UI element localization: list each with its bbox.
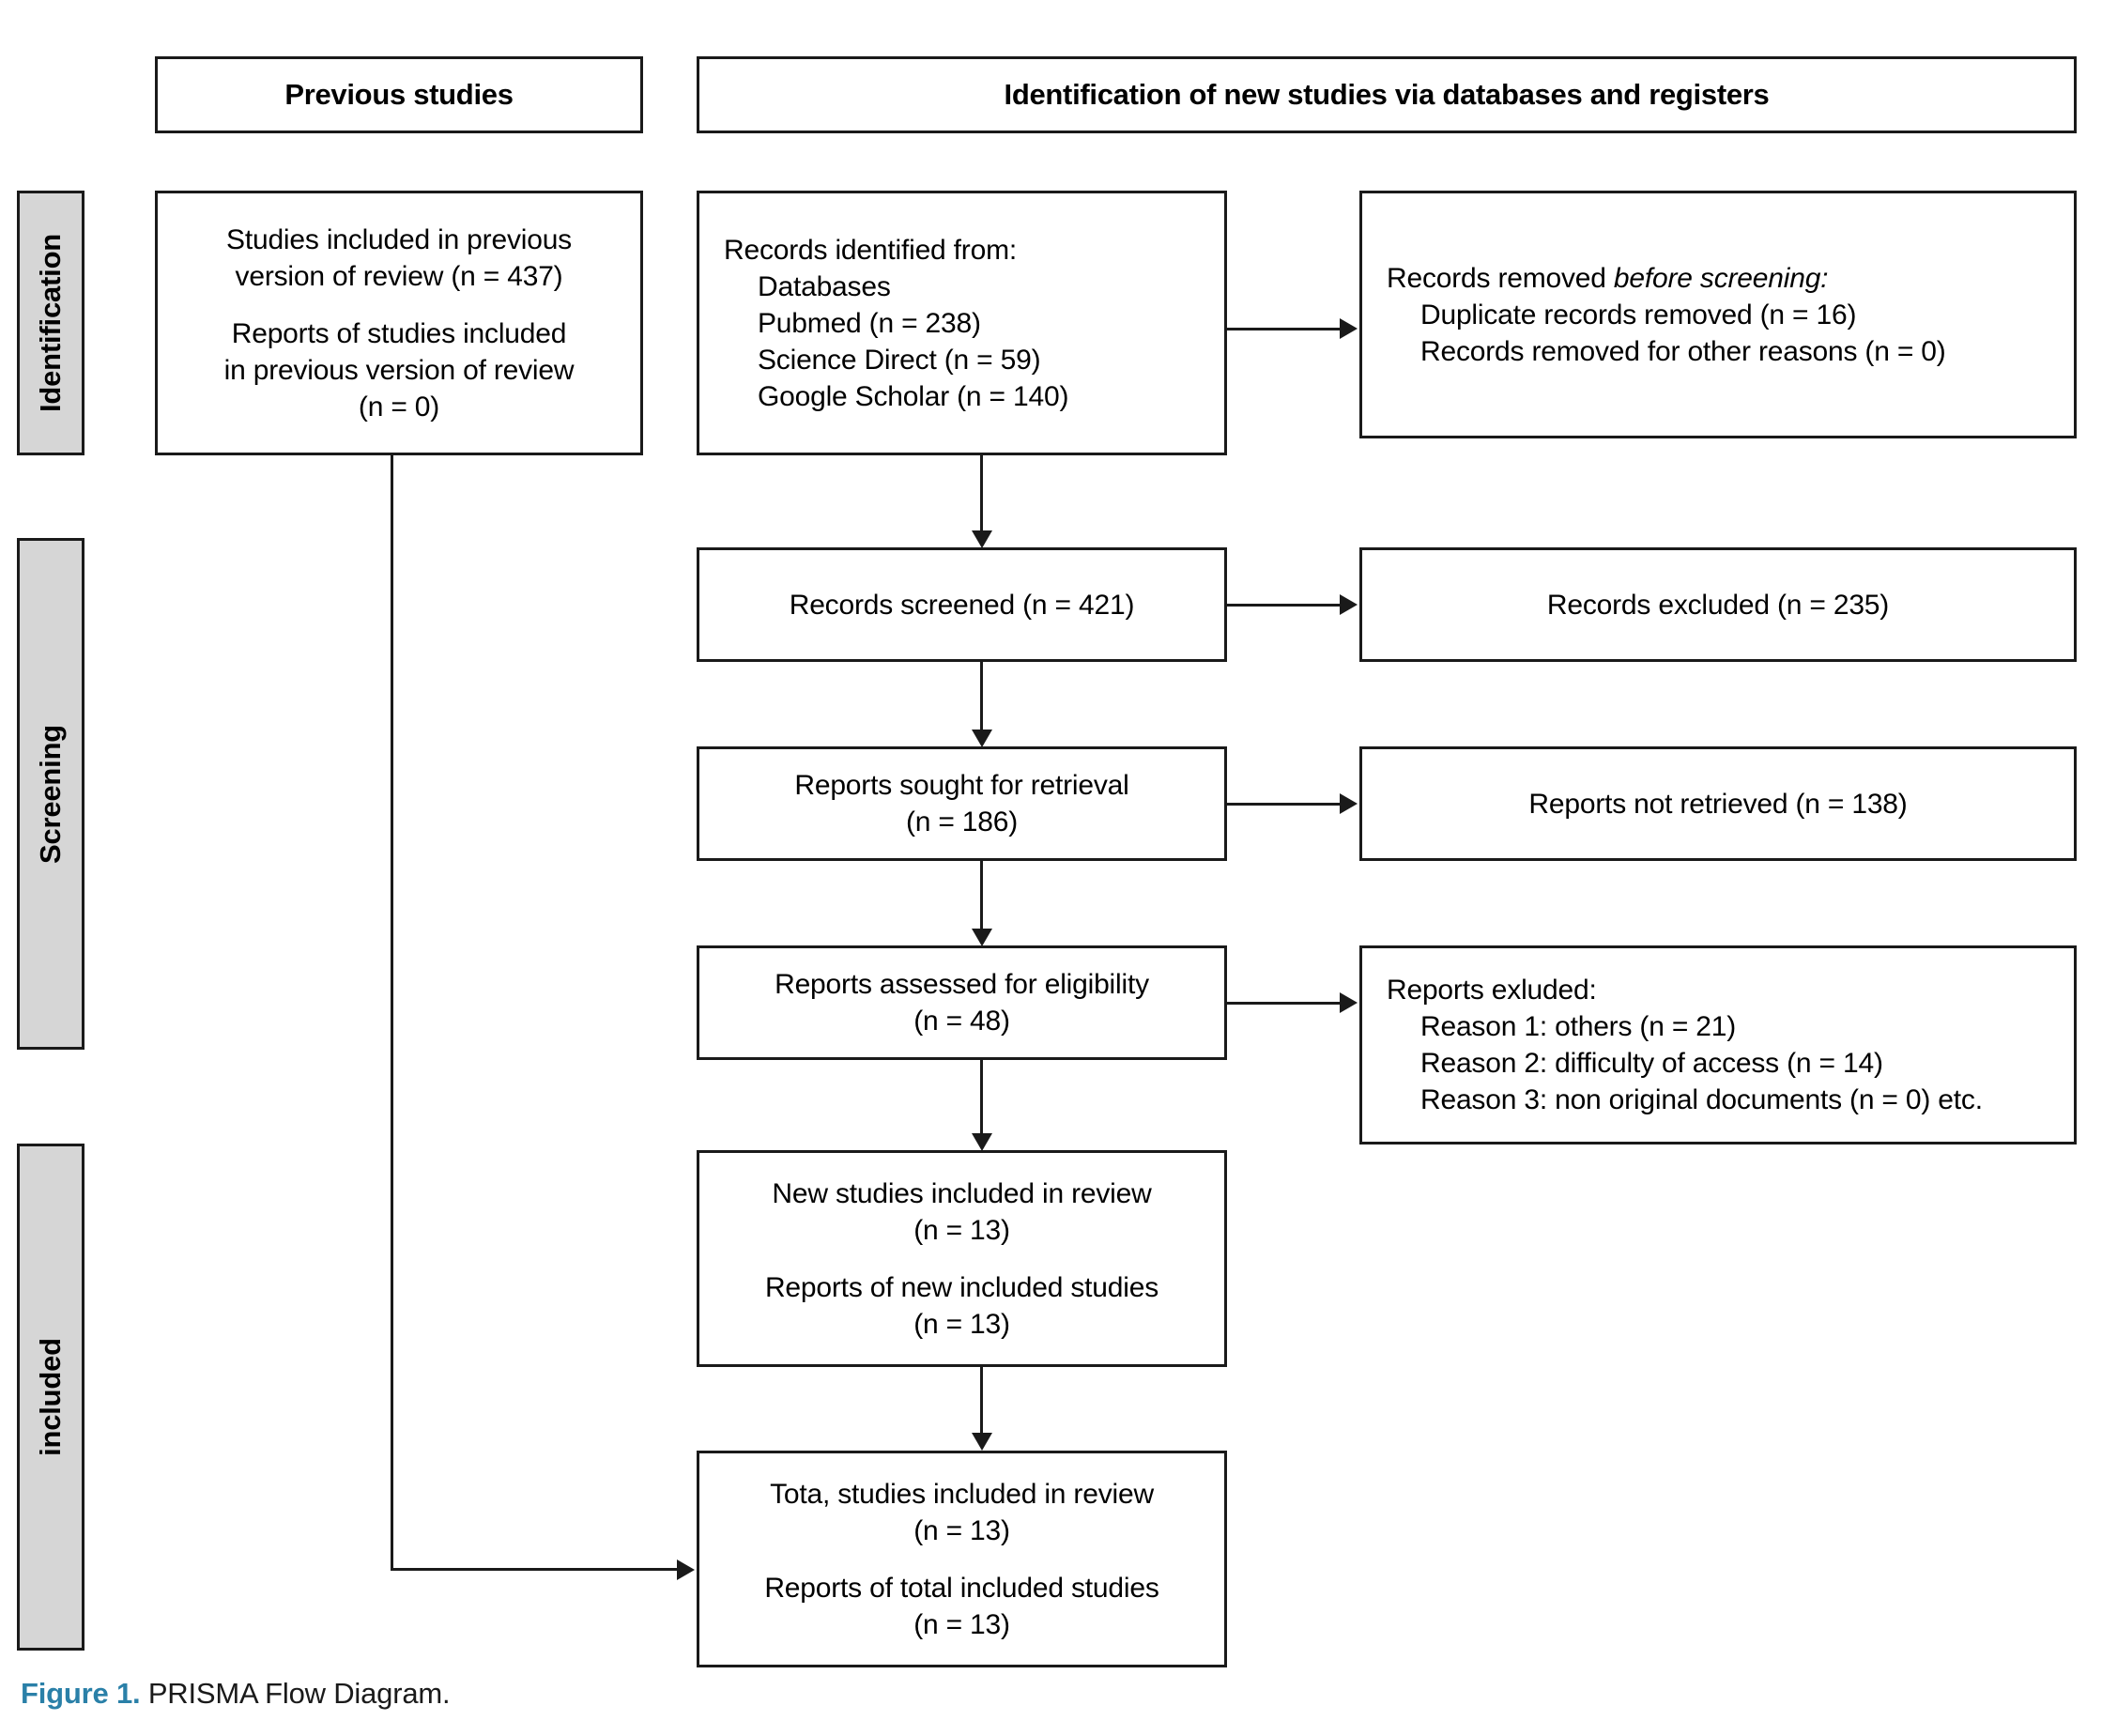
- arrowhead-previous-to-total: [677, 1559, 695, 1580]
- banner-previous-studies-label: Previous studies: [284, 78, 514, 111]
- stage-label-identification-text: Identification: [34, 233, 67, 413]
- figure-caption: Figure 1. PRISMA Flow Diagram.: [21, 1677, 451, 1711]
- connector-sought-to-not-retrieved: [1227, 803, 1340, 806]
- total-included-line-3: Reports of total included studies: [764, 1572, 1159, 1604]
- new-included-line-3: Reports of new included studies: [764, 1271, 1159, 1303]
- stage-label-included: included: [17, 1144, 84, 1651]
- records-removed-line-3: Records removed for other reasons (n = 0…: [1420, 335, 1946, 367]
- total-included-line-4: (n = 13): [913, 1608, 1010, 1640]
- arrowhead-assessed-to-new-included: [972, 1133, 992, 1151]
- figure-number: Figure 1.: [21, 1677, 141, 1710]
- reports-sought-line-2: (n = 186): [905, 807, 1019, 837]
- previous-included-line-4: in previous version of review: [223, 354, 575, 386]
- reports-assessed-line-2: (n = 48): [913, 1006, 1010, 1037]
- records-removed-line-2: Duplicate records removed (n = 16): [1420, 299, 1857, 330]
- box-reports-excluded: Reports exluded: Reason 1: others (n = 2…: [1359, 945, 2077, 1145]
- connector-screened-to-excluded: [1227, 604, 1340, 607]
- reports-assessed-line-1: Reports assessed for eligibility: [775, 969, 1149, 1000]
- banner-new-studies: Identification of new studies via databa…: [697, 56, 2077, 133]
- records-identified-line-4: Science Direct (n = 59): [758, 344, 1041, 376]
- reports-excluded-line-1: Reports exluded:: [1387, 975, 1597, 1006]
- records-removed-line-1: Records removed before screening:: [1387, 260, 2049, 297]
- arrowhead-identified-to-removed: [1340, 318, 1358, 339]
- records-removed-line-1-emphasis: before screening:: [1613, 262, 1829, 294]
- box-records-identified: Records identified from: Databases Pubme…: [697, 191, 1227, 455]
- box-reports-not-retrieved: Reports not retrieved (n = 138): [1359, 746, 2077, 861]
- previous-included-line-2: version of review (n = 437): [235, 260, 563, 292]
- arrowhead-sought-to-assessed: [972, 929, 992, 946]
- box-reports-sought-for-retrieval: Reports sought for retrieval (n = 186): [697, 746, 1227, 861]
- connector-sought-to-assessed: [980, 861, 983, 929]
- box-new-studies-included: New studies included in review (n = 13) …: [697, 1150, 1227, 1367]
- total-included-line-1: Tota, studies included in review: [770, 1478, 1154, 1510]
- stage-label-included-text: included: [34, 1338, 68, 1456]
- connector-new-included-to-total: [980, 1367, 983, 1433]
- records-identified-line-5: Google Scholar (n = 140): [758, 380, 1069, 412]
- stage-label-identification: Identification: [17, 191, 84, 455]
- connector-assessed-to-excluded: [1227, 1002, 1340, 1005]
- reports-sought-line-1: Reports sought for retrieval: [794, 770, 1129, 801]
- records-identified-line-3: Pubmed (n = 238): [758, 307, 981, 339]
- connector-identified-to-screened: [980, 455, 983, 530]
- previous-included-line-1: Studies included in previous: [226, 223, 572, 255]
- stage-label-screening-text: Screening: [34, 724, 67, 864]
- records-screened-line-1: Records screened (n = 421): [789, 589, 1135, 621]
- box-records-removed-before-screening: Records removed before screening: Duplic…: [1359, 191, 2077, 438]
- stage-label-screening: Screening: [17, 538, 84, 1050]
- new-included-line-4: (n = 13): [913, 1308, 1010, 1340]
- reports-excluded-line-4: Reason 3: non original documents (n = 0)…: [1420, 1084, 1983, 1115]
- connector-previous-to-total-horizontal: [391, 1568, 677, 1571]
- connector-assessed-to-new-included: [980, 1060, 983, 1133]
- records-identified-line-1: Records identified from:: [724, 234, 1018, 266]
- figure-caption-text: PRISMA Flow Diagram.: [147, 1677, 451, 1710]
- arrowhead-identified-to-screened: [972, 530, 992, 548]
- box-records-screened: Records screened (n = 421): [697, 547, 1227, 662]
- new-included-line-2: (n = 13): [913, 1214, 1010, 1246]
- box-reports-assessed-for-eligibility: Reports assessed for eligibility (n = 48…: [697, 945, 1227, 1060]
- records-excluded-line-1: Records excluded (n = 235): [1546, 589, 1890, 621]
- box-previous-included-studies: Studies included in previous version of …: [155, 191, 643, 455]
- arrowhead-assessed-to-excluded: [1340, 992, 1358, 1013]
- box-total-studies-included: Tota, studies included in review (n = 13…: [697, 1451, 1227, 1667]
- total-included-line-2: (n = 13): [913, 1514, 1010, 1546]
- arrowhead-screened-to-excluded: [1340, 594, 1358, 615]
- new-included-line-1: New studies included in review: [772, 1177, 1152, 1209]
- connector-screened-to-sought: [980, 662, 983, 730]
- records-identified-line-2: Databases: [758, 270, 891, 302]
- records-removed-line-1-lead: Records removed: [1387, 262, 1614, 294]
- banner-new-studies-label: Identification of new studies via databa…: [1004, 78, 1770, 111]
- previous-included-line-5: (n = 0): [358, 391, 440, 422]
- reports-excluded-line-2: Reason 1: others (n = 21): [1420, 1011, 1737, 1042]
- connector-previous-to-total-vertical: [391, 455, 393, 1571]
- arrowhead-new-included-to-total: [972, 1433, 992, 1451]
- connector-identified-to-removed: [1227, 328, 1340, 330]
- box-records-excluded: Records excluded (n = 235): [1359, 547, 2077, 662]
- arrowhead-sought-to-not-retrieved: [1340, 793, 1358, 814]
- banner-previous-studies: Previous studies: [155, 56, 643, 133]
- reports-excluded-line-3: Reason 2: difficulty of access (n = 14): [1420, 1048, 1883, 1079]
- arrowhead-screened-to-sought: [972, 730, 992, 747]
- reports-not-retrieved-line-1: Reports not retrieved (n = 138): [1528, 788, 1908, 820]
- previous-included-line-3: Reports of studies included: [231, 317, 567, 349]
